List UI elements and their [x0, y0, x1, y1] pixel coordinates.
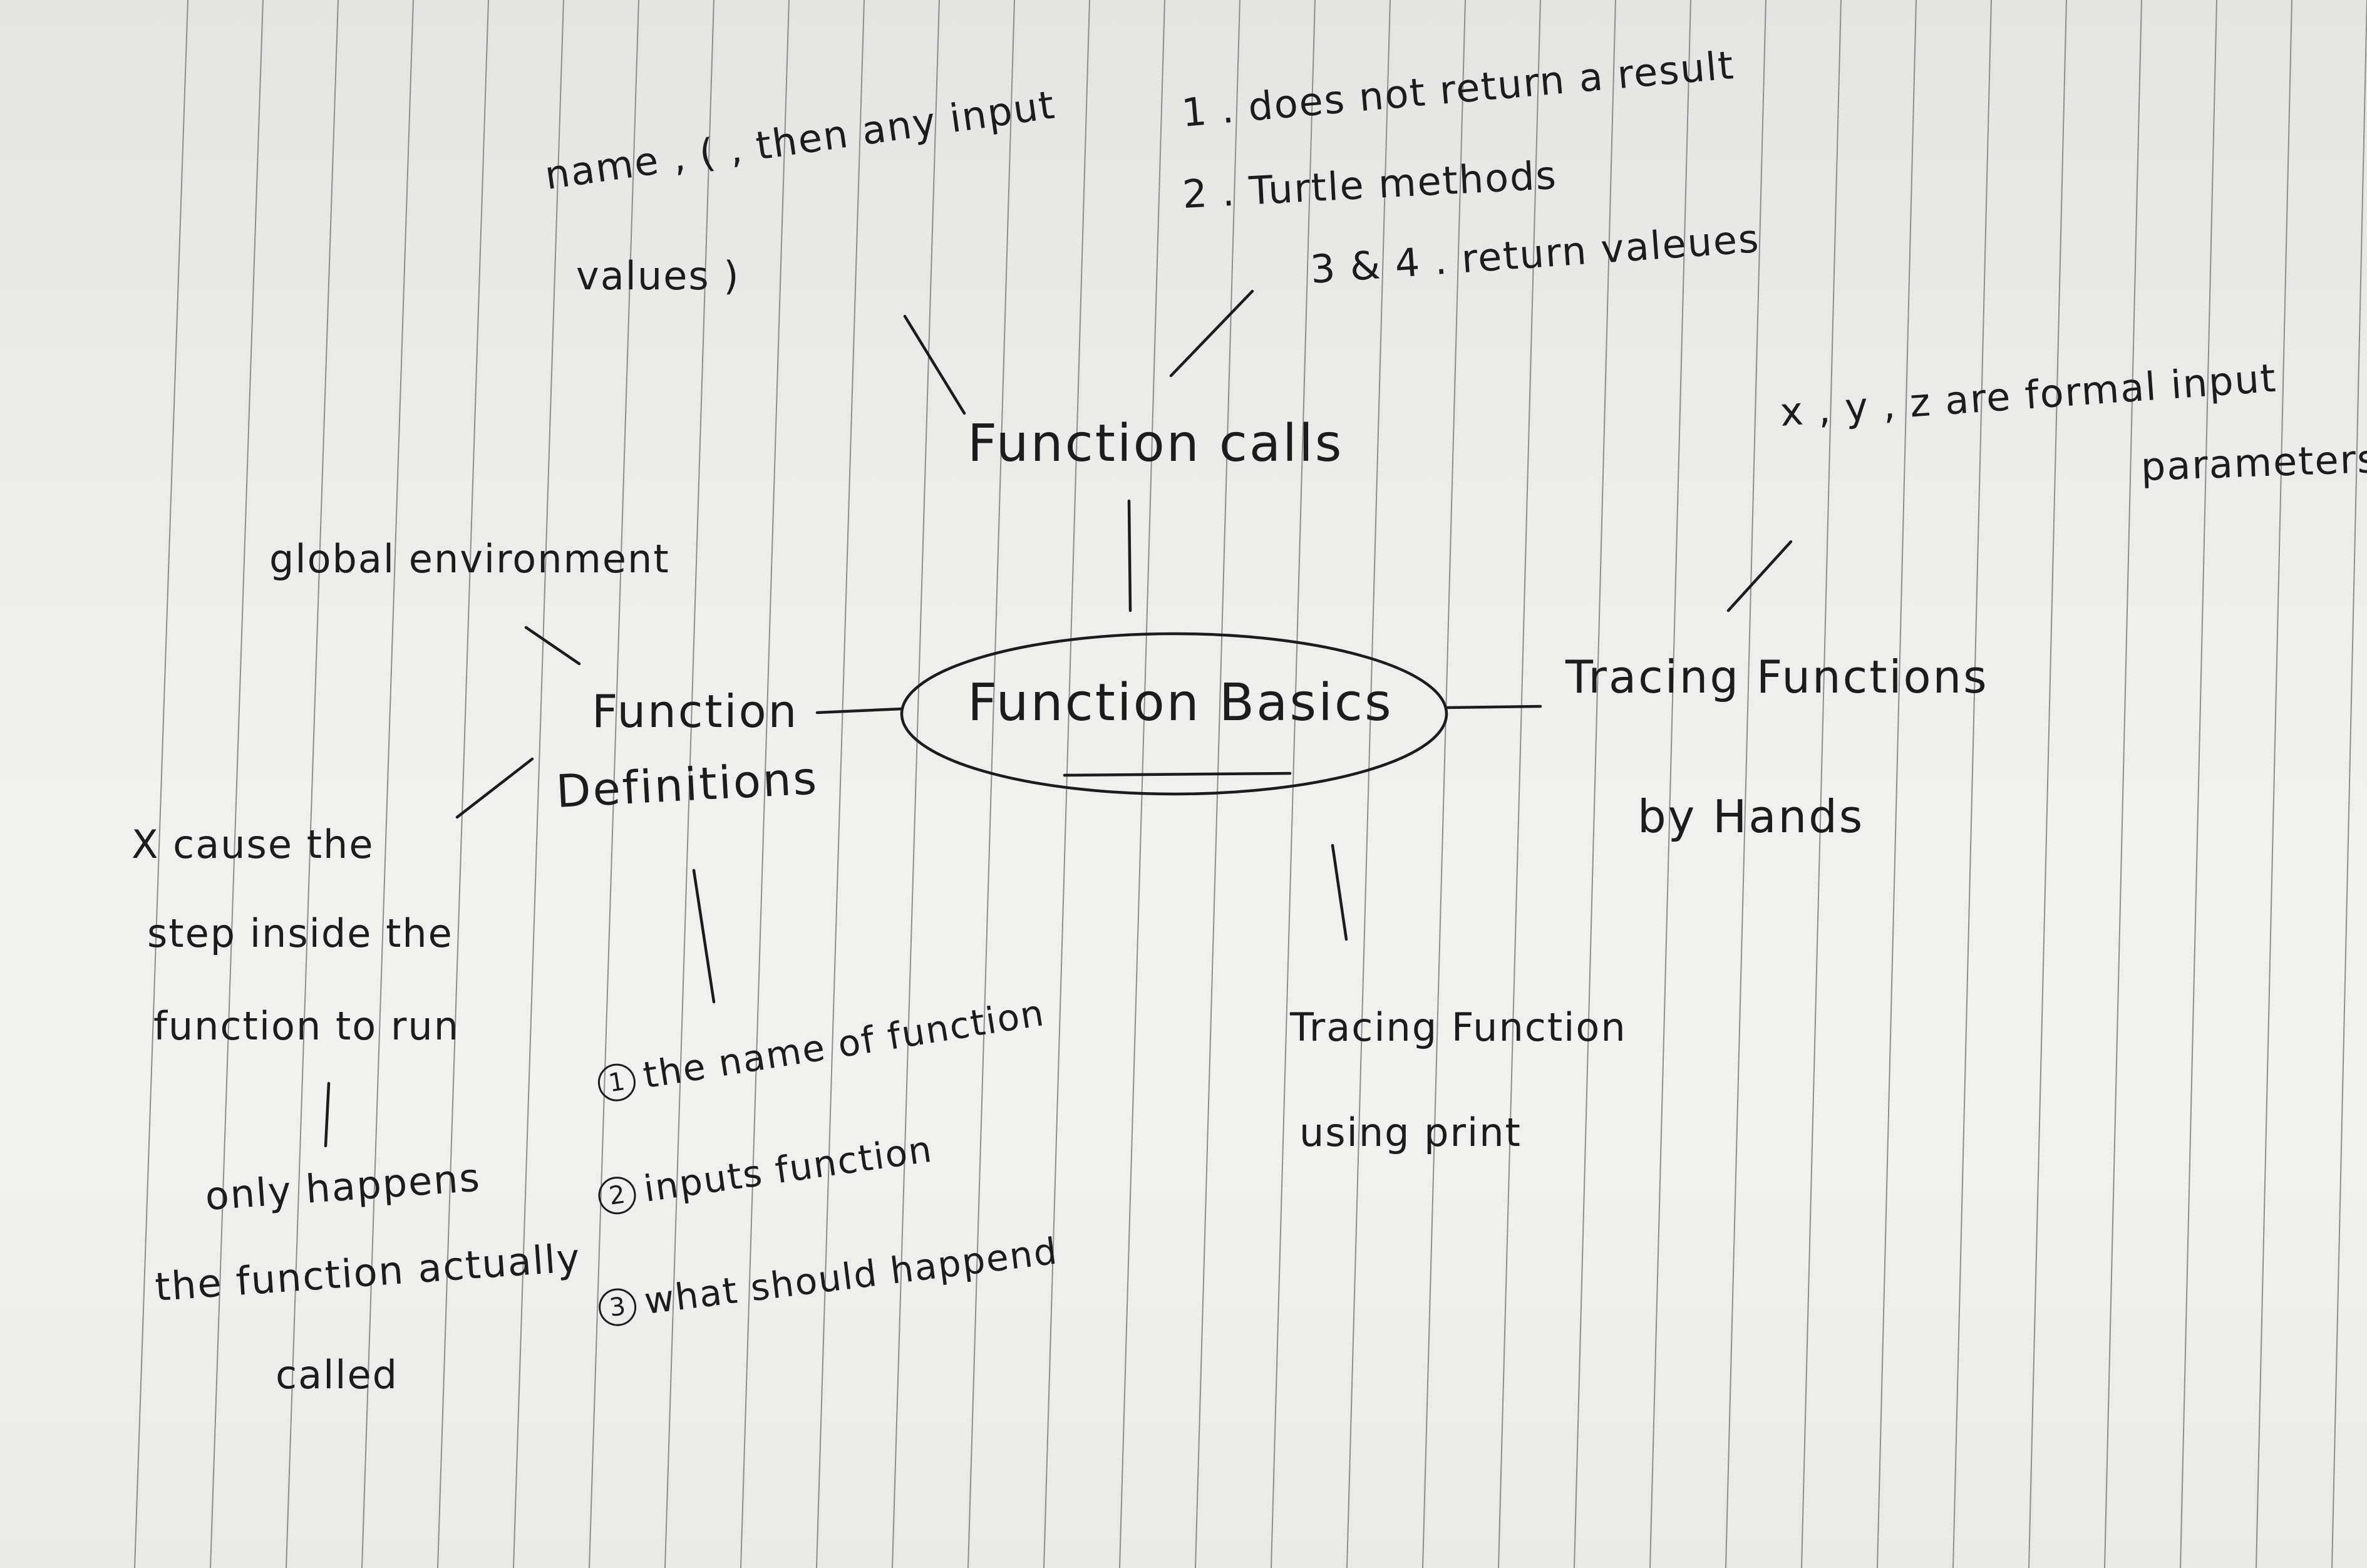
rule-line	[589, 0, 639, 1568]
hands-node-label-line-1: Tracing Functions	[1565, 651, 1989, 703]
rule-line	[1346, 0, 1391, 1568]
rule-line	[1271, 0, 1316, 1568]
link-definitions-parts	[692, 869, 716, 1004]
print-node-label-line-1: Tracing Function	[1290, 1004, 1627, 1050]
rule-line	[1422, 0, 1466, 1568]
rule-line	[740, 0, 790, 1568]
link-calls-types	[1169, 289, 1254, 378]
link-center-print	[1331, 843, 1348, 941]
rule-line	[1195, 0, 1240, 1568]
rule-line	[361, 0, 414, 1568]
link-definitions-env	[524, 626, 581, 666]
number-3-circle: 3	[596, 1286, 639, 1328]
definitions-only-line-3: called	[276, 1352, 399, 1398]
link-hands-params	[1726, 540, 1793, 612]
definitions-node-label-line-1: Function	[592, 685, 799, 738]
definitions-node-label-line-2: Definitions	[554, 751, 820, 818]
rule-line	[1043, 0, 1090, 1568]
definitions-cause-line-1: X cause the	[132, 822, 374, 867]
link-center-definitions	[815, 707, 904, 714]
definitions-env-note: global environment	[269, 536, 670, 582]
rule-line	[1649, 0, 1691, 1568]
calls-syntax-line-2: values )	[576, 253, 740, 299]
rule-line	[892, 0, 940, 1568]
rule-line	[2028, 0, 2067, 1568]
rule-line	[2104, 0, 2142, 1568]
definitions-cause-line-2: step inside the	[147, 910, 453, 956]
rule-line	[2331, 0, 2367, 1568]
number-2-circle: 2	[596, 1174, 639, 1217]
link-center-hands	[1445, 704, 1542, 709]
rule-line	[816, 0, 865, 1568]
rule-line	[513, 0, 564, 1568]
link-calls-syntax	[903, 314, 966, 415]
rule-line	[2180, 0, 2217, 1568]
print-node-label-line-2: using print	[1299, 1110, 1522, 1155]
rule-line	[437, 0, 489, 1568]
rule-line	[1725, 0, 1766, 1568]
rule-line	[2256, 0, 2292, 1568]
link-definitions-cause	[455, 757, 534, 819]
rule-line	[134, 0, 188, 1568]
link-cause-only	[324, 1081, 331, 1148]
rule-line	[1877, 0, 1917, 1568]
number-1-circle: 1	[595, 1061, 639, 1104]
rule-line	[1119, 0, 1165, 1568]
center-underline	[1063, 771, 1292, 777]
rule-line	[1574, 0, 1616, 1568]
center-node-label: Function Basics	[967, 673, 1393, 733]
definitions-cause-line-3: function to run	[153, 1003, 460, 1049]
rule-line	[286, 0, 339, 1568]
rule-line	[664, 0, 714, 1568]
rule-line	[210, 0, 264, 1568]
center-ellipse	[900, 632, 1448, 796]
link-center-calls	[1127, 499, 1132, 612]
rule-line	[967, 0, 1015, 1568]
hands-params-line-2: parameters.	[2140, 435, 2367, 490]
calls-node-label: Function calls	[967, 414, 1344, 473]
rule-line	[1952, 0, 1992, 1568]
rule-line	[1498, 0, 1541, 1568]
rule-line	[1801, 0, 1842, 1568]
hands-node-label-line-2: by Hands	[1637, 790, 1865, 843]
